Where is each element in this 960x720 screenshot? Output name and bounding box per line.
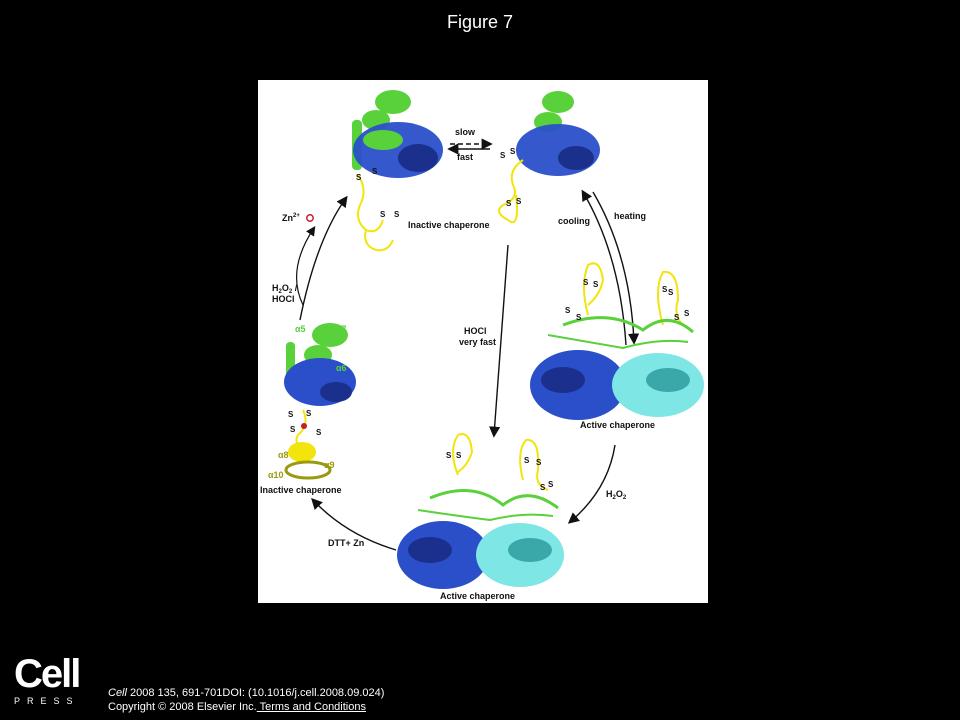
s-label: S (524, 456, 530, 465)
zinc-release-arrow (296, 226, 316, 306)
s-label: S (583, 278, 589, 287)
terms-and-conditions-link[interactable]: Terms and Conditions (256, 701, 366, 713)
protein-top-right (498, 91, 600, 224)
logo-press-text: PRESS (14, 696, 80, 706)
heating-label: heating (614, 211, 646, 221)
fast-label: fast (457, 152, 473, 162)
alpha10-label: α10 (268, 470, 284, 480)
s-label: S (306, 409, 312, 418)
s-label: S (674, 313, 680, 322)
s-label: S (506, 199, 512, 208)
cooling-arrow (581, 189, 627, 346)
s-label: S (372, 167, 378, 176)
protein-active-right (530, 262, 704, 420)
s-label: S (576, 313, 582, 322)
protein-inactive-left (284, 323, 356, 480)
zinc-ion-bound-icon (301, 423, 307, 429)
active-chaperone-bottom-label: Active chaperone (440, 591, 515, 601)
citation-details: 2008 135, 691-701DOI: (10.1016/j.cell.20… (126, 687, 385, 699)
alpha9-label: α9 (324, 460, 335, 470)
s-label: S (380, 210, 386, 219)
s-label: S (668, 288, 674, 297)
s-label: S (316, 428, 322, 437)
s-label: S (510, 147, 516, 156)
active-chaperone-right-label: Active chaperone (580, 420, 655, 430)
citation: Cell 2008 135, 691-701DOI: (10.1016/j.ce… (108, 686, 384, 714)
s-label: S (565, 306, 571, 315)
s-label: S (516, 197, 522, 206)
protein-top-left (352, 90, 443, 252)
hocl-left-label: HOCl (272, 294, 295, 304)
dtt-zn-arrow (311, 497, 397, 551)
s-label: S (288, 410, 294, 419)
copyright-text: Copyright © 2008 Elsevier Inc. (108, 701, 257, 713)
heating-arrow (592, 191, 640, 345)
h2o2-right-label: H2O2 (606, 489, 627, 501)
s-label: S (500, 151, 506, 160)
h2o2-right-arrow (567, 444, 616, 524)
s-label: S (394, 210, 400, 219)
s-label: S (446, 451, 452, 460)
s-label: S (290, 425, 296, 434)
alpha6-label: α6 (336, 363, 347, 373)
zn-label: Zn2+ (282, 213, 300, 223)
cooling-label: cooling (558, 216, 590, 226)
s-label: S (540, 483, 546, 492)
diagram-panel: S S S S slow fast S S S S Inactive chape… (258, 80, 708, 603)
zinc-ion-icon (306, 214, 314, 222)
hocl-center-label: HOCl (464, 326, 487, 336)
alpha7-label: α7 (336, 324, 347, 334)
citation-line-2: Copyright © 2008 Elsevier Inc. Terms and… (108, 700, 384, 714)
cycle-diagram: S S S S slow fast S S S S Inactive chape… (260, 90, 704, 601)
s-label: S (356, 173, 362, 182)
alpha8-label: α8 (278, 450, 289, 460)
s-label: S (548, 480, 554, 489)
citation-journal: Cell (108, 687, 127, 699)
citation-line-1: Cell 2008 135, 691-701DOI: (10.1016/j.ce… (108, 686, 384, 700)
inactive-chaperone-top-label: Inactive chaperone (408, 220, 490, 230)
s-label: S (684, 309, 690, 318)
oxidation-arrow-left (299, 195, 348, 321)
alpha5-label: α5 (295, 324, 306, 334)
s-label: S (456, 451, 462, 460)
very-fast-label: very fast (459, 337, 496, 347)
s-label: S (536, 458, 542, 467)
figure-title: Figure 7 (446, 12, 514, 32)
h2o2-left-label: H2O2 / (272, 283, 298, 295)
s-label: S (662, 285, 668, 294)
logo-cell-text: Cell (14, 652, 81, 696)
inactive-chaperone-left-label: Inactive chaperone (260, 485, 342, 495)
hocl-very-fast-arrow (489, 244, 509, 438)
dtt-zn-label: DTT+ Zn (328, 538, 364, 548)
slow-label: slow (455, 127, 476, 137)
s-label: S (593, 280, 599, 289)
protein-active-bottom (397, 433, 564, 589)
cell-press-logo: Cell PRESS (14, 652, 81, 706)
